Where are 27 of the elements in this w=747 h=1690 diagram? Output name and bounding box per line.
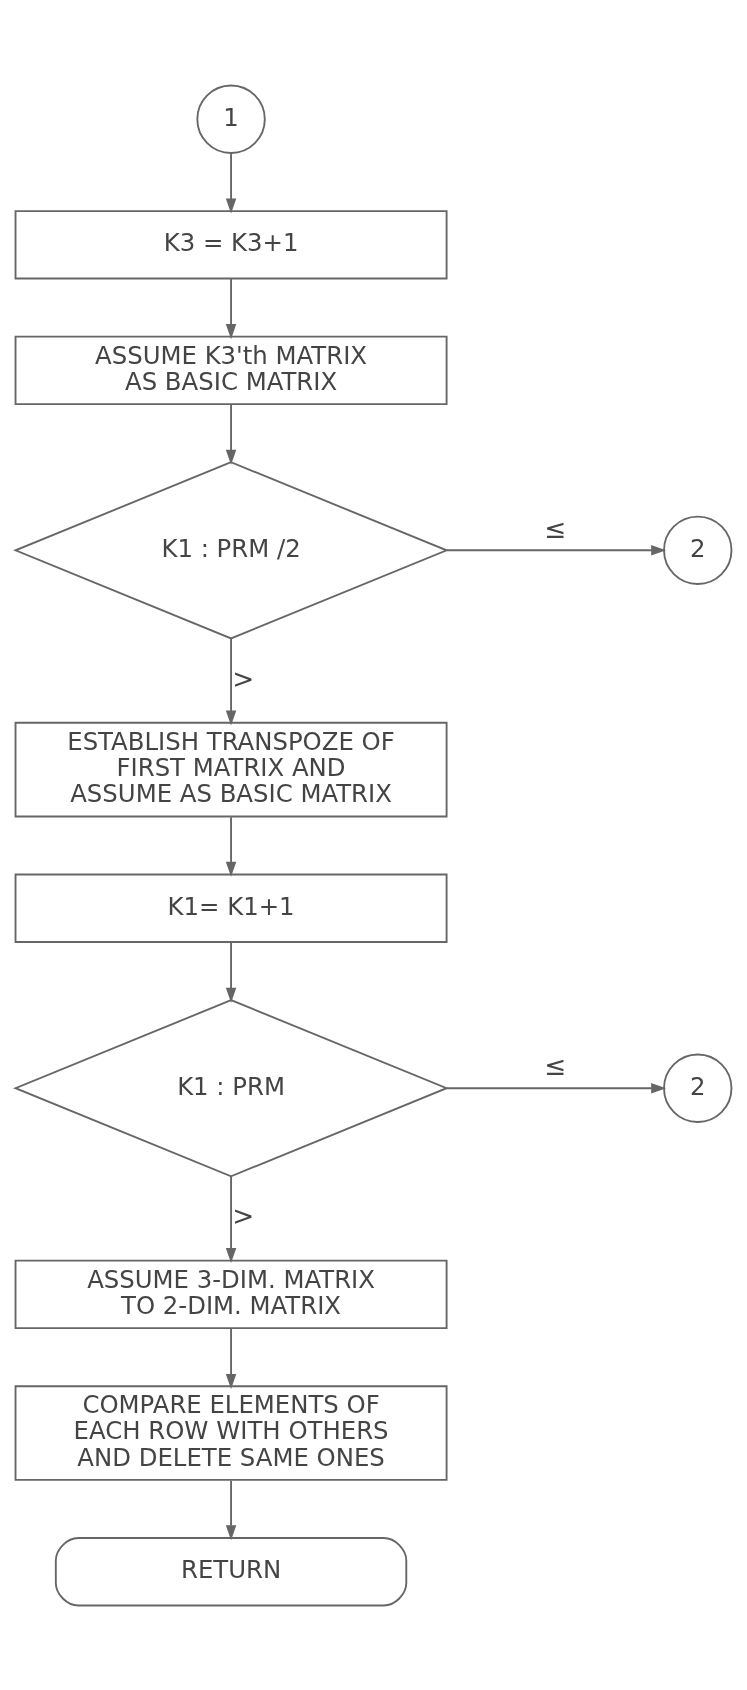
edge-label: > [232,663,255,693]
arrow [445,544,667,556]
node-circle: 1 [196,84,266,154]
arrow [225,151,237,214]
edge-label: ≤ [544,513,567,544]
arrow [445,1082,667,1093]
node-box: ASSUME K3'th MATRIX AS BASIC MATRIX [14,335,448,405]
node-box: K3 = K3+1 [14,209,448,279]
node-box: COMPARE ELEMENTS OF EACH ROW WITH OTHERS AND DELETE SAME ONES [14,1384,448,1481]
arrow [225,1175,237,1263]
node-box: RETURN [54,1536,408,1606]
node-diamond: K1 : PRM [13,998,450,1177]
node-circle: 2 [663,515,733,585]
edge-label: > [232,1200,255,1231]
node-box: ASSUME 3-DIM. MATRIX TO 2-DIM. MATRIX [14,1259,448,1329]
arrow [225,277,237,339]
arrow [225,637,237,726]
node-box: K1= K1+1 [14,873,448,943]
node-box: ESTABLISH TRANSPOZE OF FIRST MATRIX AND ASSUME AS BASIC MATRIX [14,721,448,817]
arrow [225,1479,237,1540]
edge-label: ≤ [544,1050,567,1081]
arrow [225,941,237,1003]
node-circle: 2 [663,1053,733,1123]
node-diamond: K1 : PRM /2 [13,460,450,639]
arrow [225,403,237,465]
arrow [225,1326,237,1389]
arrow [225,815,237,877]
